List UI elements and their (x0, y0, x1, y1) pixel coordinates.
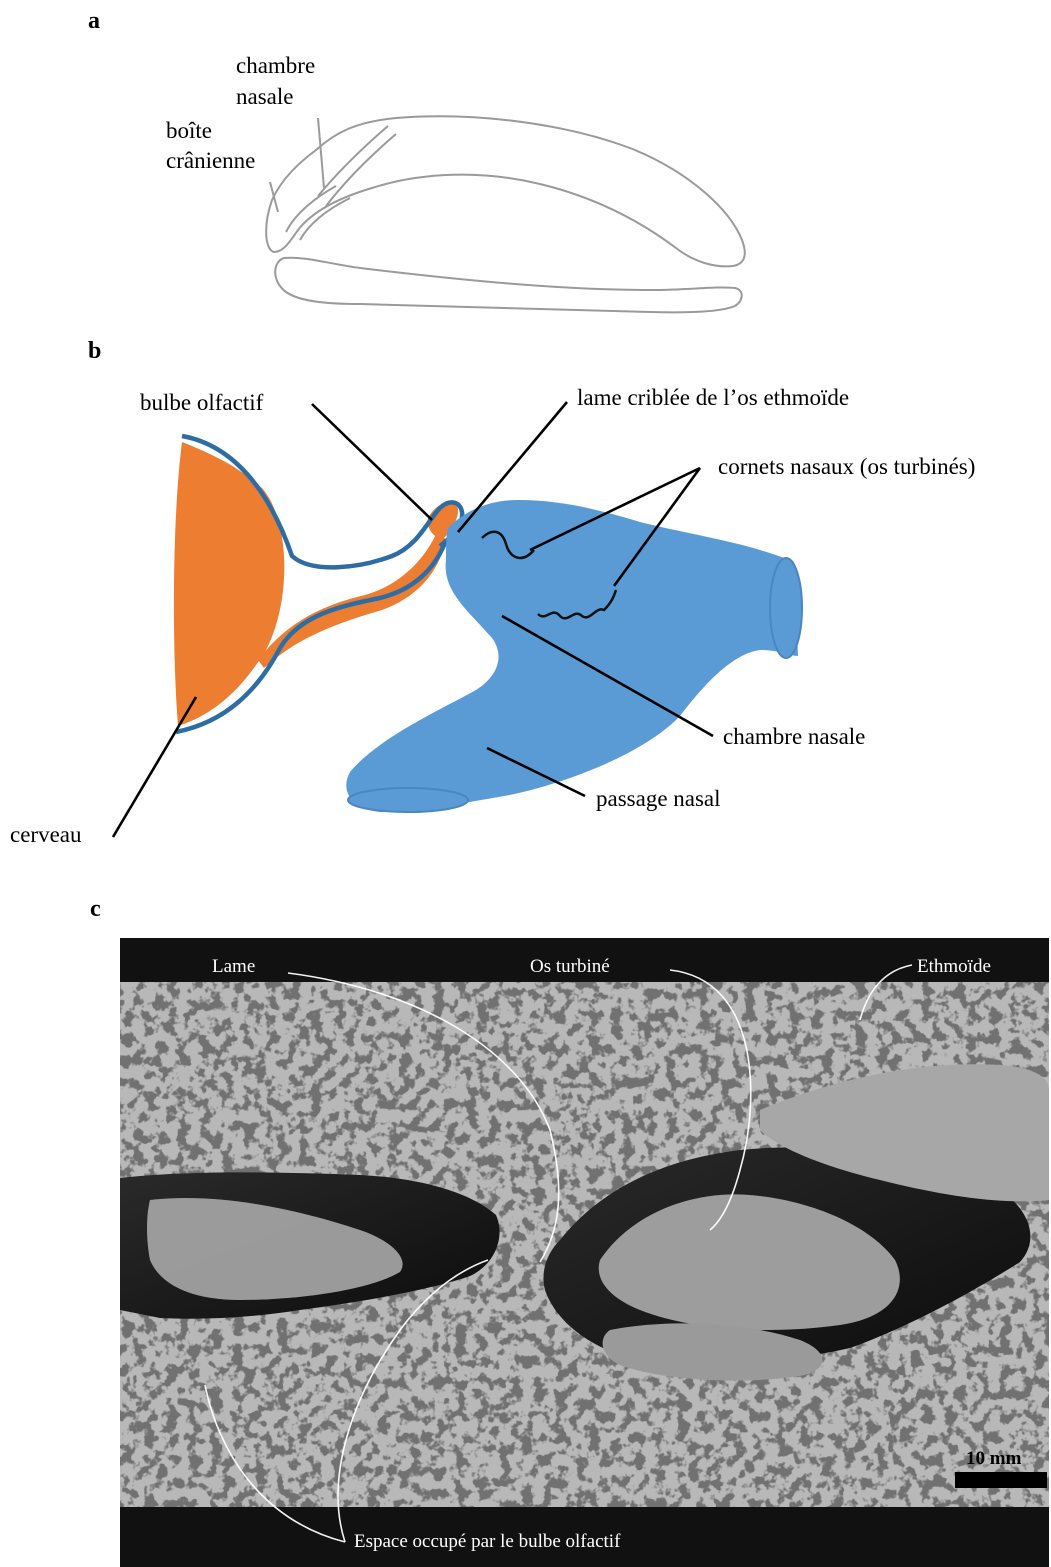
label-os-turbine: Os turbiné (530, 956, 610, 977)
panel-c: c Lame Os turbiné Ethmoïde (90, 896, 1049, 1567)
label-passage-nasal: passage nasal (596, 786, 721, 811)
skull-outline (266, 116, 745, 312)
panel-b: b bulbe olfactif lame criblée de l’os et… (10, 338, 975, 847)
nasal-chamber-outline-2 (326, 134, 396, 206)
label-chambre-nasale-b: chambre nasale (723, 724, 865, 749)
label-bulbe-olfactif: bulbe olfactif (140, 390, 264, 415)
label-chambre-nasale-line1: chambre (236, 53, 315, 78)
label-cerveau: cerveau (10, 822, 82, 847)
label-lame: Lame (212, 956, 255, 977)
label-espace-bulbe: Espace occupé par le bulbe olfactif (354, 1531, 621, 1552)
label-chambre-nasale-line2: nasale (236, 84, 293, 109)
label-lame-criblee: lame criblée de l’os ethmoïde (577, 385, 849, 410)
label-boite-cranienne-line2: crânienne (166, 148, 255, 173)
brain-shape (174, 442, 284, 726)
leader-boite-cranienne (270, 182, 278, 212)
panel-a-letter: a (88, 8, 100, 34)
scale-bar (955, 1472, 1047, 1488)
leader-chambre-nasale (318, 118, 324, 188)
nasal-passage-opening (348, 788, 468, 812)
label-ethmoide: Ethmoïde (917, 956, 991, 977)
lower-jaw-outline (275, 258, 742, 313)
leader-cerveau (113, 697, 196, 837)
olfactory-tract (258, 530, 446, 668)
bone-photograph (120, 982, 1049, 1507)
nasal-opening (770, 558, 802, 658)
label-cornets-nasaux: cornets nasaux (os turbinés) (718, 454, 975, 479)
panel-b-letter: b (88, 338, 101, 364)
panel-c-letter: c (90, 896, 101, 922)
label-boite-cranienne-line1: boîte (166, 118, 212, 143)
panel-a: a chambre nasale boîte crânienne (88, 8, 745, 312)
scale-label: 10 mm (966, 1448, 1022, 1469)
leader-bulbe-olfactif (312, 404, 432, 520)
